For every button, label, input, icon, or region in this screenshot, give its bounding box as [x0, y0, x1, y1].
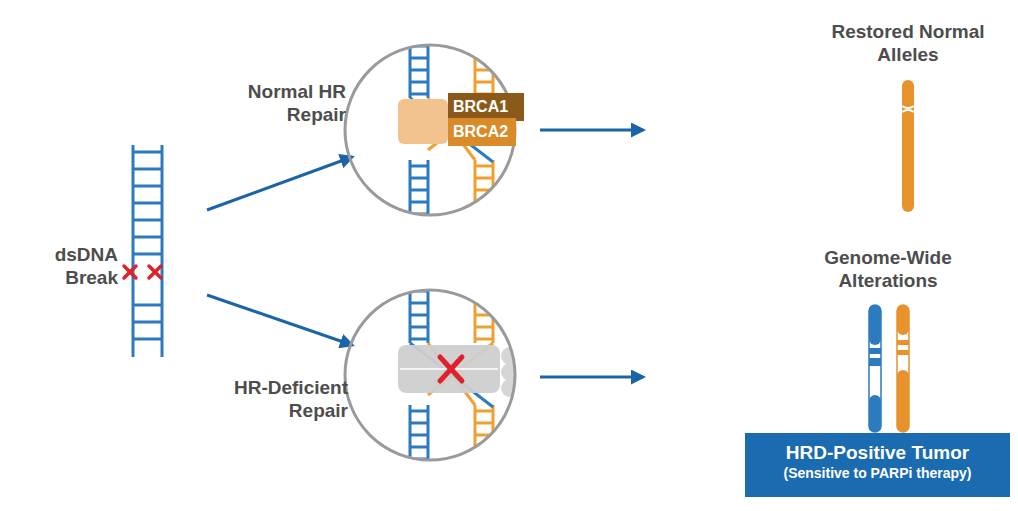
result-box: HRD-Positive Tumor(Sensitive to PARPi th…: [745, 433, 1010, 497]
arrow: [207, 130, 643, 377]
deficient-inset: [398, 285, 519, 465]
dna-ladder: [133, 145, 162, 357]
chromosome: [897, 305, 909, 432]
protein-box: BRCA1: [448, 93, 524, 121]
protein-box: BRCA2: [448, 118, 516, 146]
label: Restored Normal Alleles: [818, 20, 998, 66]
label: Genome-Wide Alterations: [812, 246, 964, 292]
break-mark: [124, 266, 161, 278]
repair-inset: [398, 40, 541, 220]
label: Normal HR Repair: [228, 80, 346, 126]
node-text: HRD-Positive Tumor: [753, 442, 1002, 464]
inset-circle: [345, 45, 515, 215]
label: HR-Deficient Repair: [220, 376, 348, 422]
node-text: (Sensitive to PARPi therapy): [753, 464, 1002, 482]
chromosome: [869, 305, 881, 432]
node-text: BRCA2: [453, 121, 511, 143]
node-text: BRCA1: [453, 96, 519, 118]
label: dsDNA Break: [20, 243, 118, 289]
chromosome: [902, 80, 914, 212]
inset-circle: [345, 290, 515, 460]
